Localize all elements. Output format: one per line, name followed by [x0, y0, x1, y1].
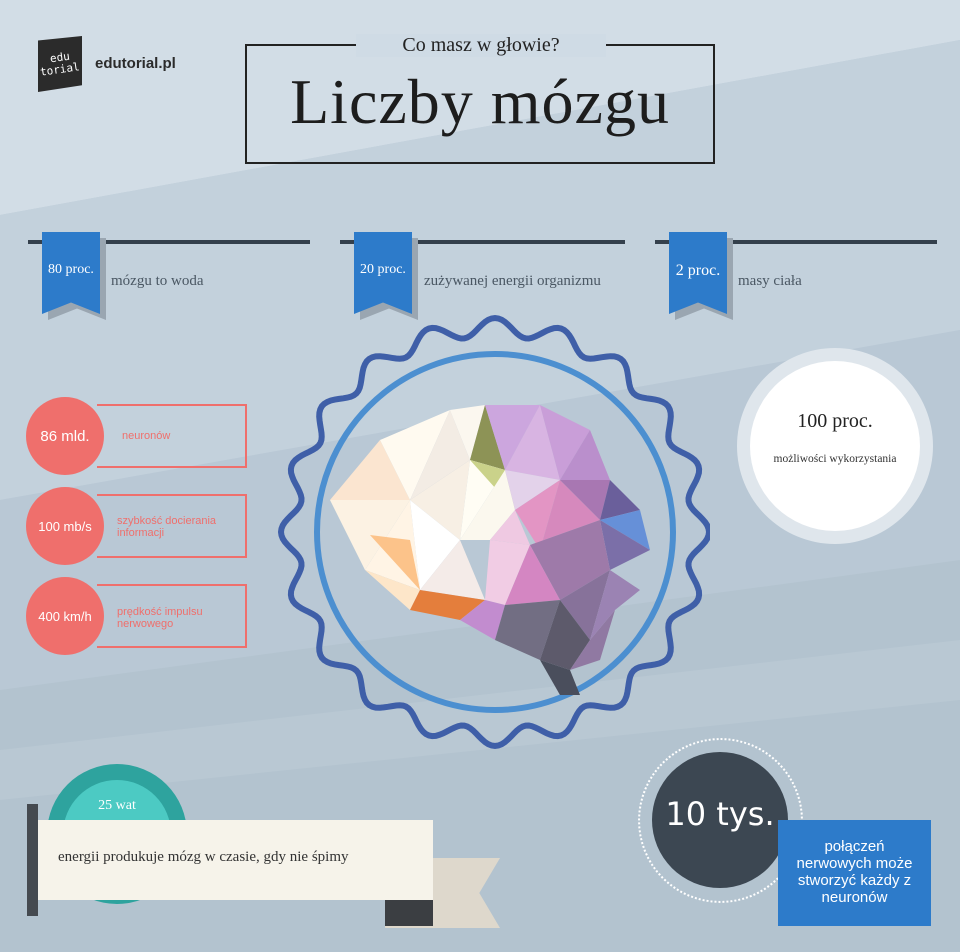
- connections-line-1: połączeń: [824, 838, 885, 855]
- stat-text-energy: zużywanej energii organizmu: [424, 273, 601, 289]
- stat-ribbon-energy: 20 proc.: [354, 232, 412, 314]
- stat-circle-impulse: 400 km/h: [26, 577, 104, 655]
- stat-frame-neurons: [97, 404, 247, 468]
- connections-text: połączeń nerwowych może stworzyć każdy z…: [778, 838, 931, 906]
- page-subtitle: Co masz w głowie?: [356, 34, 606, 57]
- power-value: 25 wat: [98, 798, 136, 813]
- stat-ribbon-mass: 2 proc.: [669, 232, 727, 314]
- banner-edge: [27, 804, 38, 916]
- stat-bar-3: [655, 240, 937, 244]
- stat-circle-neurons: 86 mld.: [26, 397, 104, 475]
- connections-line-3: stworzyć każdy z: [797, 872, 912, 889]
- brain-illustration: [277, 314, 710, 750]
- connections-circle: [652, 752, 788, 888]
- connections-line-2: nerwowych może: [796, 855, 913, 872]
- logo-badge: edu torial: [38, 36, 82, 92]
- power-text: energii produkuje mózg w czasie, gdy nie…: [58, 849, 349, 865]
- connections-line-4: neuronów: [821, 889, 888, 906]
- connections-value: 10 tys.: [665, 795, 775, 833]
- stat-label-neurons: neuronów: [122, 430, 171, 442]
- stat-bar-1: [28, 240, 310, 244]
- stat-text-water: mózgu to woda: [111, 273, 204, 289]
- brain-icon: [330, 405, 650, 695]
- connections-box: [778, 820, 931, 926]
- stat-label-impulse-1: prędkość impulsu: [117, 606, 203, 618]
- page-title: Liczby mózgu: [290, 66, 670, 137]
- stat-text-mass: masy ciała: [738, 273, 802, 289]
- stat-frame-impulse: [97, 584, 247, 648]
- stat-label-impulse-2: nerwowego: [117, 618, 174, 630]
- stat-label-speed-1: szybkość docierania: [117, 515, 217, 527]
- usage-text: możliwości wykorzystania: [773, 453, 897, 465]
- stat-frame-speed: [97, 494, 247, 558]
- banner-fold: [385, 900, 433, 926]
- inner-ring: [314, 351, 676, 713]
- power-banner: [38, 820, 433, 900]
- stat-circle-speed: 100 mb/s: [26, 487, 104, 565]
- stat-bar-2: [340, 240, 625, 244]
- usage-value: 100 proc.: [797, 410, 873, 432]
- stat-label-speed-2: informacji: [117, 527, 165, 539]
- scalloped-frame: [277, 314, 710, 750]
- stat-ribbon-water: 80 proc.: [42, 232, 100, 314]
- usage-circle: [750, 361, 920, 531]
- logo-badge-line2: torial: [39, 60, 81, 79]
- logo-site-name: edutorial.pl: [95, 55, 176, 72]
